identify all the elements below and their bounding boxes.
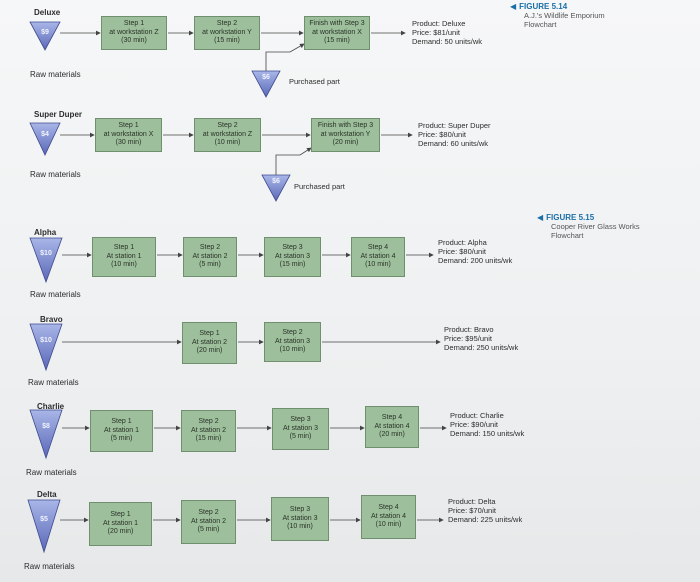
raw-material-triangle [29, 21, 61, 51]
raw-materials-label: Raw materials [30, 290, 81, 299]
product-name: Alpha [34, 228, 57, 237]
raw-material-triangle [29, 122, 61, 156]
raw-cost: $4 [41, 131, 49, 138]
raw-materials-label: Raw materials [30, 170, 81, 179]
figure-5-15-caption: ◀FIGURE 5.15 Cooper River Glass Works Fl… [537, 213, 640, 240]
purchased-part-label: Purchased part [294, 182, 345, 191]
purchased-part-label: Purchased part [289, 77, 340, 86]
raw-cost: $9 [41, 29, 49, 36]
product-name: Bravo [40, 315, 63, 324]
raw-materials-label: Raw materials [30, 70, 81, 79]
raw-cost: $10 [40, 337, 52, 344]
raw-material-triangle [27, 499, 61, 554]
product-name: Charlie [37, 402, 65, 411]
raw-cost: $5 [40, 516, 48, 523]
figure-5-14-caption: ◀FIGURE 5.14 A.J.'s Wildlife Emporium Fl… [510, 2, 605, 29]
product-name: Deluxe [34, 8, 61, 17]
product-name: Delta [37, 490, 57, 499]
figure-number: FIGURE 5.14 [519, 2, 568, 11]
raw-material-triangle [29, 409, 63, 460]
figure-marker-icon: ◀ [537, 213, 544, 222]
figure-marker-icon: ◀ [510, 2, 517, 11]
raw-cost: $10 [40, 250, 52, 257]
raw-material-triangle [29, 237, 63, 284]
raw-materials-label: Raw materials [24, 562, 75, 571]
figure-title-line: A.J.'s Wildlife Emporium [524, 11, 605, 20]
raw-cost: $8 [42, 423, 50, 430]
figure-title-line: Cooper River Glass Works [551, 222, 640, 231]
figure-title-line: Flowchart [551, 231, 584, 240]
raw-materials-label: Raw materials [26, 468, 77, 477]
purchased-cost: $6 [262, 74, 270, 81]
product-name: Super Duper [34, 110, 83, 119]
raw-materials-label: Raw materials [28, 378, 79, 387]
figure-number: FIGURE 5.15 [546, 213, 595, 222]
figure-title-line: Flowchart [524, 20, 557, 29]
purchased-cost: $6 [272, 178, 280, 185]
raw-material-triangle [29, 323, 63, 372]
